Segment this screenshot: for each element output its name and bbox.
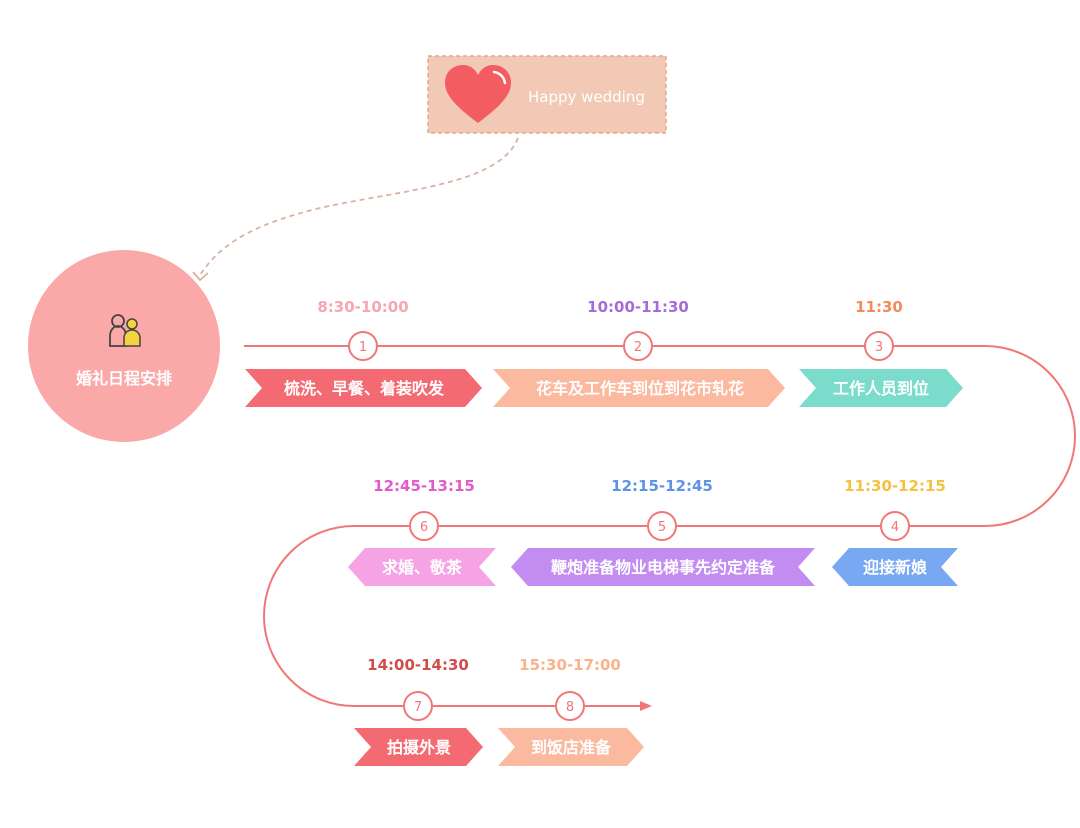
step-5: 12:15-12:45 5 鞭炮准备物业电梯事先约定准备 — [511, 477, 815, 586]
step-marker — [555, 691, 585, 721]
step-task: 到饭店准备 — [531, 738, 612, 757]
step-number: 7 — [414, 700, 422, 715]
step-number: 4 — [891, 520, 899, 535]
center-node: 婚礼日程安排 — [28, 250, 220, 442]
step-time: 12:15-12:45 — [611, 477, 713, 495]
step-time: 11:30 — [855, 298, 903, 316]
step-time: 8:30-10:00 — [317, 298, 408, 316]
step-marker — [348, 331, 378, 361]
step-marker — [623, 331, 653, 361]
step-tag — [354, 728, 483, 766]
step-tag — [348, 548, 496, 586]
step-tag — [832, 548, 958, 586]
step-number: 3 — [875, 340, 883, 355]
step-number: 5 — [658, 520, 666, 535]
step-number: 1 — [359, 340, 367, 355]
step-time: 11:30-12:15 — [844, 477, 946, 495]
step-task: 梳洗、早餐、着装吹发 — [284, 379, 445, 398]
step-task: 工作人员到位 — [833, 379, 929, 398]
step-tag — [493, 369, 785, 407]
step-7: 14:00-14:30 7 拍摄外景 — [354, 656, 483, 766]
step-6: 12:45-13:15 6 求婚、敬茶 — [348, 477, 496, 586]
connector-arrowhead — [192, 271, 209, 282]
timeline-arrowhead — [640, 701, 652, 711]
heart-icon — [445, 65, 511, 123]
step-task: 拍摄外景 — [387, 738, 451, 757]
step-task: 鞭炮准备物业电梯事先约定准备 — [551, 558, 776, 577]
dashed-connector — [199, 137, 519, 276]
step-number: 6 — [420, 520, 428, 535]
step-tag — [799, 369, 963, 407]
step-1: 8:30-10:00 1 梳洗、早餐、着装吹发 — [245, 298, 482, 407]
step-marker — [409, 511, 439, 541]
step-task: 花车及工作车到位到花市轧花 — [536, 379, 744, 398]
step-task: 求婚、敬茶 — [382, 558, 463, 577]
banner-text: Happy wedding — [528, 88, 645, 106]
step-number: 8 — [566, 700, 574, 715]
step-marker — [647, 511, 677, 541]
step-tag — [245, 369, 482, 407]
step-number: 2 — [634, 340, 642, 355]
step-time: 10:00-11:30 — [587, 298, 689, 316]
step-marker — [403, 691, 433, 721]
banner: Happy wedding — [427, 55, 667, 134]
step-3: 11:30 3 工作人员到位 — [799, 298, 963, 407]
couple-icon — [109, 314, 141, 347]
step-time: 15:30-17:00 — [519, 656, 621, 674]
step-task: 迎接新娘 — [863, 558, 927, 577]
center-title: 婚礼日程安排 — [76, 369, 172, 388]
step-time: 14:00-14:30 — [367, 656, 469, 674]
step-tag — [511, 548, 815, 586]
step-time: 12:45-13:15 — [373, 477, 475, 495]
step-tag — [498, 728, 644, 766]
step-2: 10:00-11:30 2 花车及工作车到位到花市轧花 — [493, 298, 785, 407]
step-8: 15:30-17:00 8 到饭店准备 — [498, 656, 644, 766]
step-4: 11:30-12:15 4 迎接新娘 — [832, 477, 958, 586]
step-marker — [880, 511, 910, 541]
step-marker — [864, 331, 894, 361]
